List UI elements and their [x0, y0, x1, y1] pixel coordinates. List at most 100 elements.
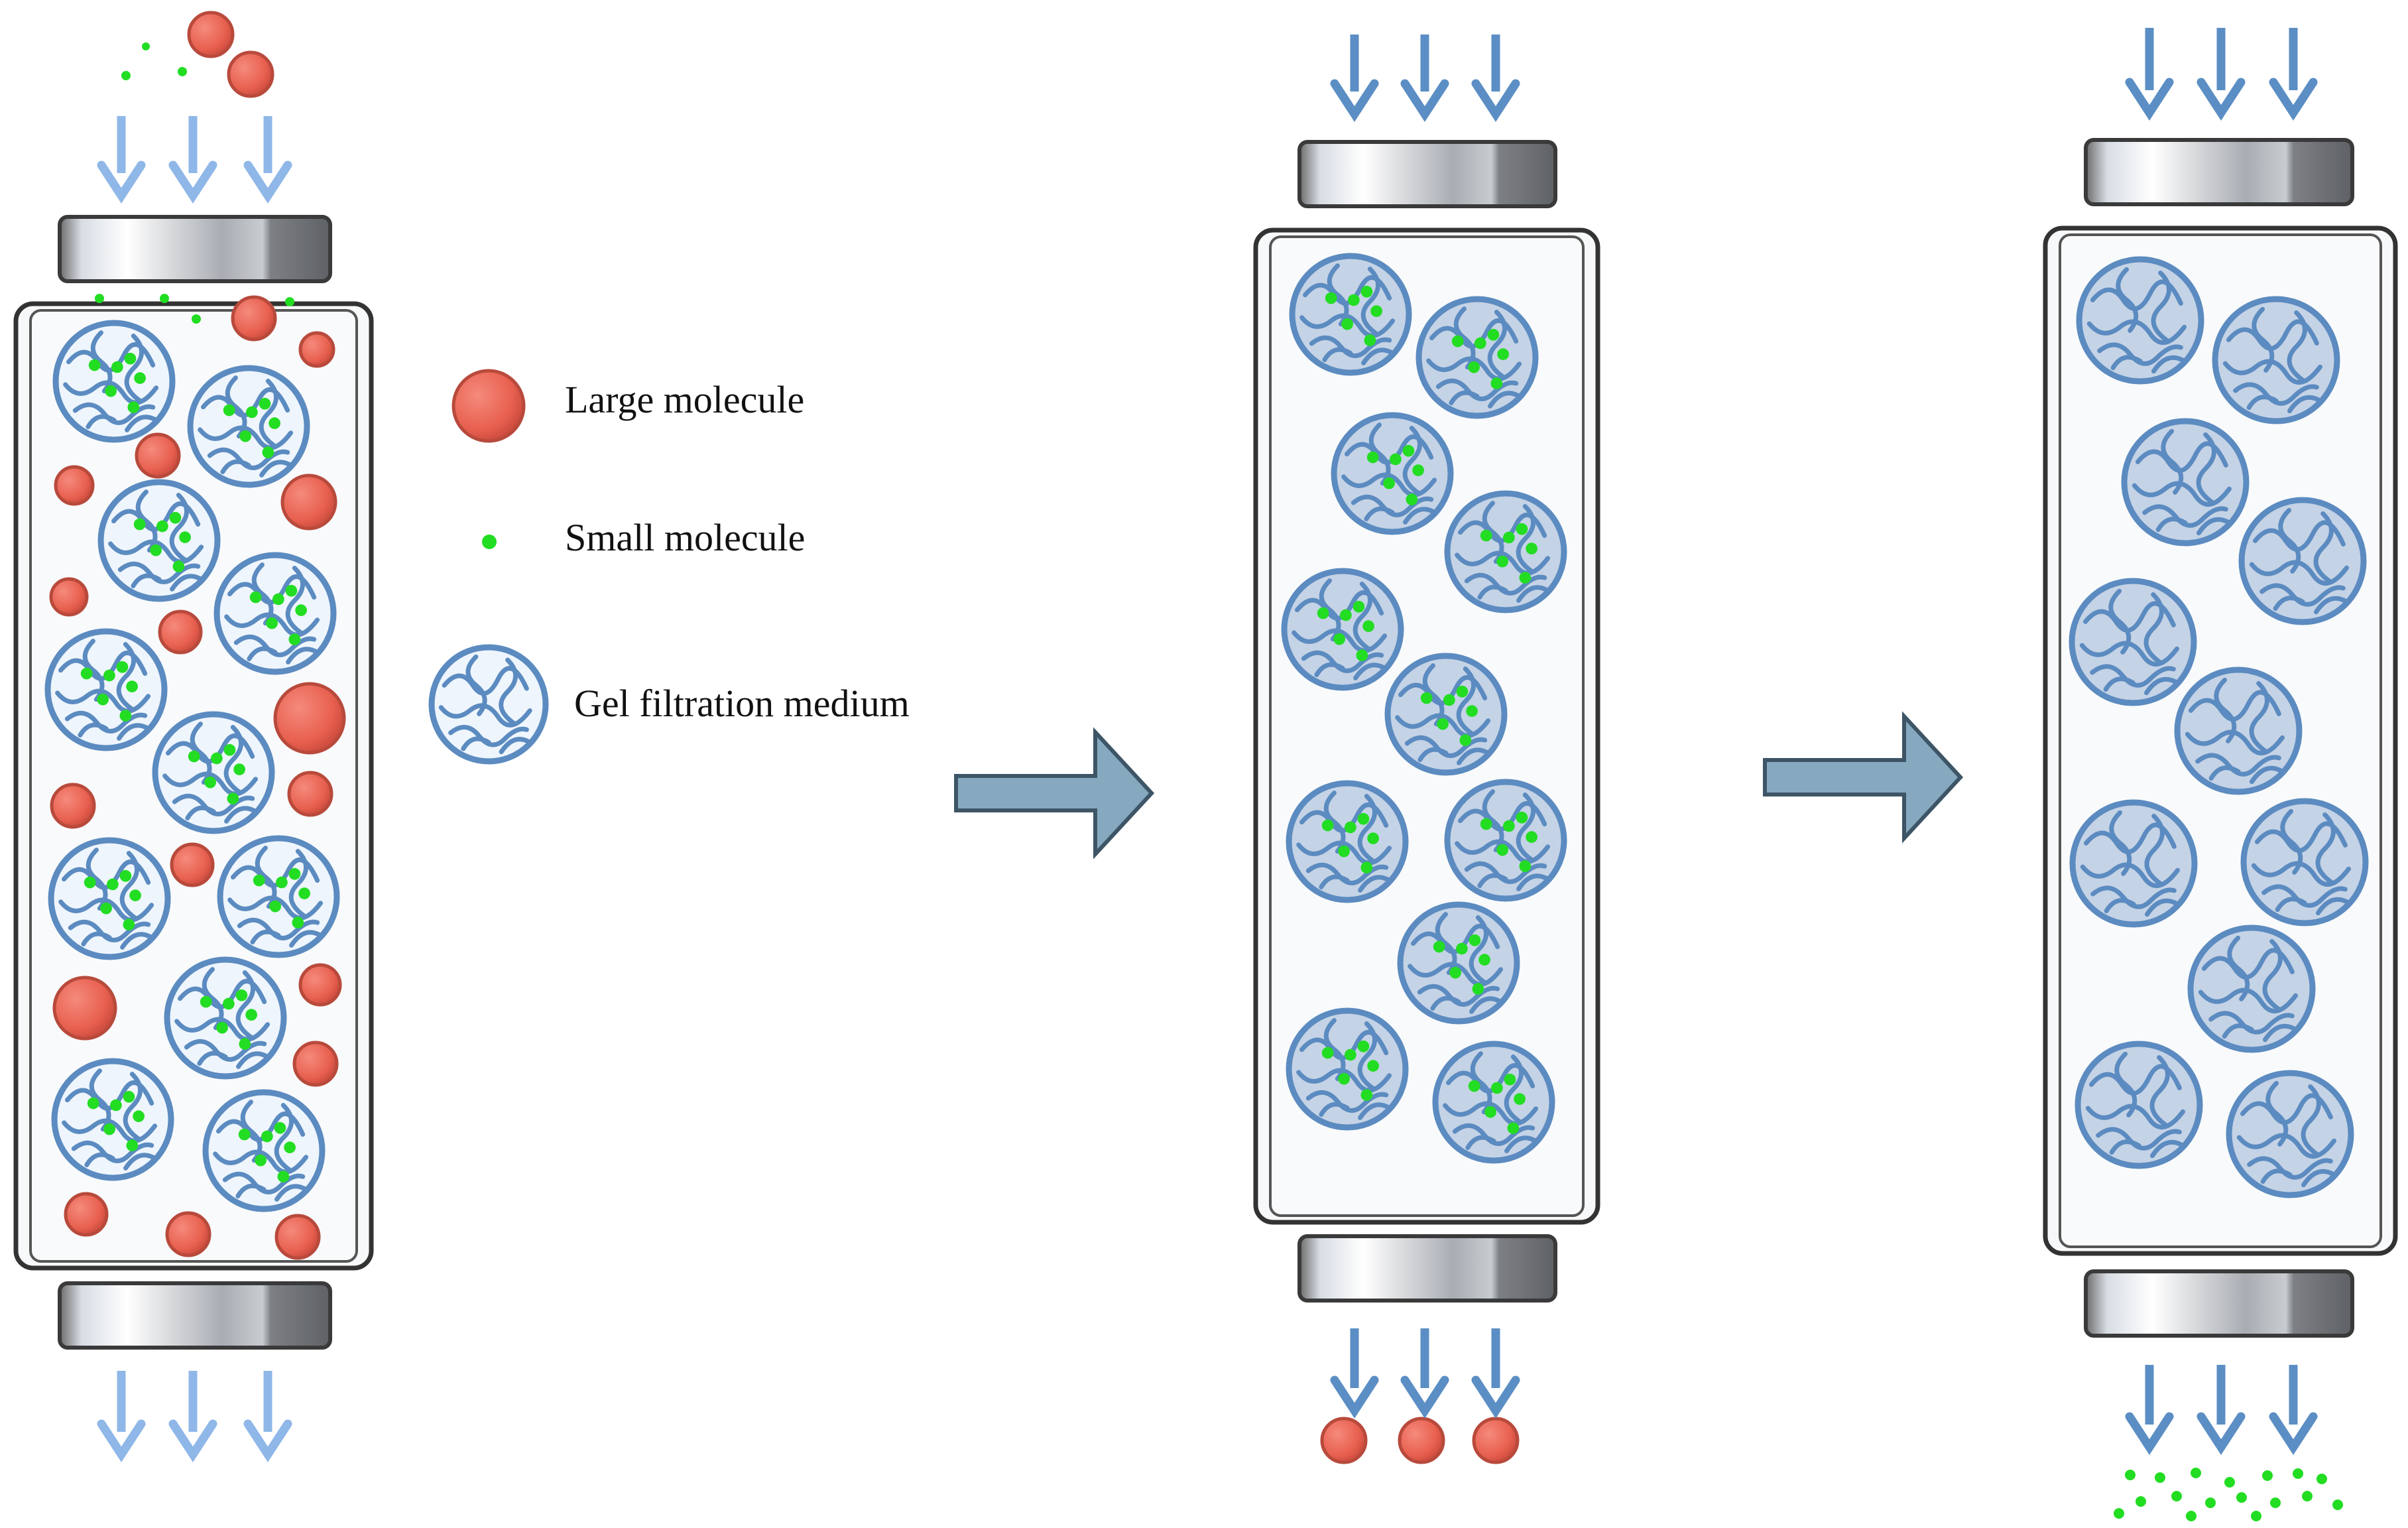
column-2-gel-bead-3-small-molecule-0 — [1366, 451, 1379, 464]
column-2-gel-bead-11-small-molecule-3 — [1514, 1093, 1526, 1105]
column-2-gel-bead-10-small-molecule-5 — [1360, 1089, 1373, 1101]
column-2-gel-bead-5 — [1281, 568, 1404, 691]
column-2-gel-bead-10-network-2 — [1305, 1090, 1389, 1113]
column-2-gel-bead-6 — [1384, 653, 1508, 776]
column-2-bottom-cap — [1297, 1234, 1557, 1303]
column-1-gel-bead-8-small-molecule-4 — [269, 900, 281, 913]
column-1-large-molecule-9 — [287, 771, 333, 817]
column-3-gel-bead-2-network-6 — [2287, 395, 2322, 414]
column-3-gel-bead-11-network-4 — [2301, 1084, 2321, 1157]
column-1-gel-bead-5-network-3 — [82, 639, 105, 702]
column-1-gel-bead-4-network-4 — [285, 566, 306, 635]
column-1-gel-bead-8-network-2 — [237, 917, 320, 940]
column-1-bottom-cap-body — [58, 1281, 332, 1350]
column-2-gel-bead-4-small-molecule-3 — [1526, 542, 1537, 554]
column-2-gel-bead-7-small-molecule-1 — [1345, 821, 1356, 834]
column-2-gel-bead-11-small-molecule-5 — [1507, 1122, 1520, 1134]
column-2-gel-bead-3-network-2 — [1351, 494, 1434, 517]
column-1-gel-bead-9 — [164, 956, 287, 1080]
column-3-gel-bead-8-network-5 — [2275, 897, 2307, 913]
column-1-gel-bead-5-small-molecule-5 — [119, 710, 132, 722]
column-2-gel-bead-6-small-molecule-2 — [1456, 685, 1469, 698]
column-3-gel-bead-10-network-5 — [2109, 1139, 2141, 1155]
column-2-gel-bead-7-network-4 — [1357, 794, 1378, 863]
column-2-gel-bead-10-small-molecule-0 — [1321, 1047, 1334, 1059]
column-3-gel-bead-3-network-2 — [2142, 504, 2228, 528]
column-2-gel-bead-4-network-4 — [1516, 504, 1536, 574]
column-2-inflow-arrow-2 — [1400, 34, 1449, 122]
column-3-gel-bead-2-network-5 — [2246, 395, 2279, 411]
eluted-small-molecule-1 — [2125, 1470, 2136, 1480]
eluted-small-molecule-3 — [2191, 1468, 2201, 1478]
column-2-gel-bead-7-network-3 — [1323, 791, 1346, 854]
column-1-gel-bead-11-small-molecule-3 — [284, 1141, 296, 1153]
column-1-gel-bead-2-network-2 — [207, 447, 290, 470]
column-3-gel-bead-1-network-6 — [2151, 355, 2187, 374]
column-2-gel-bead-4-network-2 — [1464, 572, 1547, 596]
column-3-gel-bead-8-network-3 — [2280, 808, 2303, 875]
column-1-gel-bead-2-small-molecule-5 — [262, 446, 274, 458]
column-3-gel-bead-6-network-4 — [2249, 680, 2269, 754]
column-1-gel-bead-3-small-molecule-4 — [150, 544, 162, 556]
column-1-gel-bead-1 — [52, 320, 176, 443]
column-1-inflow-arrow-3-head — [243, 160, 292, 204]
column-1-gel-bead-1-network-6 — [125, 414, 159, 432]
column-2-gel-bead-8 — [1444, 779, 1567, 902]
column-1-gel-bead-11-network-6 — [274, 1184, 309, 1202]
column-1-large-molecule-2 — [298, 331, 335, 368]
column-1-gel-bead-4-small-molecule-3 — [295, 604, 307, 616]
column-1-top-cap-body — [58, 215, 332, 283]
column-3-gel-bead-6-network-2 — [2195, 753, 2281, 777]
column-1-gel-bead-11-network-4 — [274, 1103, 294, 1173]
column-2-gel-bead-8-network-4 — [1516, 793, 1536, 862]
column-3-gel-bead-6-network-3 — [2214, 677, 2237, 743]
column-1-gel-bead-11-small-molecule-2 — [274, 1121, 286, 1134]
column-2-gel-bead-11-small-molecule-4 — [1484, 1106, 1496, 1118]
column-1-gel-bead-9-small-molecule-3 — [245, 1009, 257, 1021]
column-3-bottom-cap-body — [2084, 1269, 2354, 1338]
eluted-large-molecule-3 — [1472, 1417, 1520, 1464]
column-3-outflow-arrow-1 — [2125, 1365, 2174, 1455]
column-1-gel-bead-6-network-3 — [190, 722, 212, 785]
column-2-gel-bead-4 — [1444, 490, 1567, 613]
column-2-gel-bead-3-network-3 — [1368, 422, 1391, 486]
column-2-gel-bead-7-small-molecule-5 — [1360, 861, 1373, 873]
legend-large-molecule-label: Large molecule — [565, 378, 805, 421]
column-2-gel-bead-11-small-molecule-1 — [1491, 1082, 1503, 1094]
column-1-gel-bead-4-small-molecule-0 — [249, 591, 262, 604]
column-1-gel-bead-3-network-3 — [135, 489, 158, 553]
column-3-inflow-arrow-1 — [2125, 28, 2174, 121]
column-1-outflow-arrow-1-head — [97, 1419, 146, 1462]
column-1-gel-bead-8-small-molecule-2 — [288, 867, 301, 880]
column-1-gel-bead-4-small-molecule-1 — [272, 593, 284, 605]
column-3-inflow-arrow-2-head — [2197, 78, 2246, 121]
column-1-gel-bead-9-network-6 — [236, 1051, 271, 1069]
column-1-gel-bead-7-network-4 — [119, 851, 140, 921]
arrows-layer — [97, 28, 2318, 1462]
column-3-outflow-arrow-3-head — [2269, 1412, 2318, 1455]
column-2-bottom-cap-body — [1297, 1234, 1557, 1303]
column-3-gel-bead-1 — [2076, 256, 2204, 385]
column-1-gel-bead-2-small-molecule-2 — [259, 397, 271, 410]
column-1-gel-bead-10 — [51, 1058, 174, 1181]
column-2-gel-bead-1-small-molecule-5 — [1364, 334, 1376, 346]
column-1-gel-bead-4-network-3 — [251, 562, 274, 626]
column-2-gel-bead-9-small-molecule-1 — [1456, 942, 1468, 955]
column-2-gel-bead-11-small-molecule-0 — [1468, 1080, 1480, 1092]
column-3-gel-bead-4-network-6 — [2313, 596, 2349, 615]
column-1-large-molecule-11 — [170, 842, 215, 887]
column-3-gel-bead-5-network-3 — [2108, 588, 2132, 655]
column-1-gel-bead-7-small-molecule-0 — [84, 876, 96, 889]
column-1-gel-bead-8-network-4 — [288, 849, 309, 919]
column-3-gel-bead-10-network-2 — [2096, 1127, 2182, 1151]
column-3-gel-bead-9-network-3 — [2227, 935, 2250, 1001]
column-2-gel-bead-1-small-molecule-4 — [1341, 318, 1353, 330]
column-3-gel-bead-7-network-4 — [2144, 813, 2165, 887]
column-2-gel-bead-5-network-6 — [1353, 663, 1388, 680]
column-2-gel-bead-9-network-2 — [1417, 984, 1500, 1007]
column-2-gel-bead-9-network-6 — [1469, 996, 1504, 1014]
column-2-gel-bead-6-network-3 — [1422, 663, 1445, 727]
column-2-gel-bead-4-network-6 — [1516, 585, 1551, 603]
column-3-gel-bead-7-network-2 — [2090, 885, 2177, 909]
eluted-small-molecule-9 — [2171, 1491, 2182, 1501]
